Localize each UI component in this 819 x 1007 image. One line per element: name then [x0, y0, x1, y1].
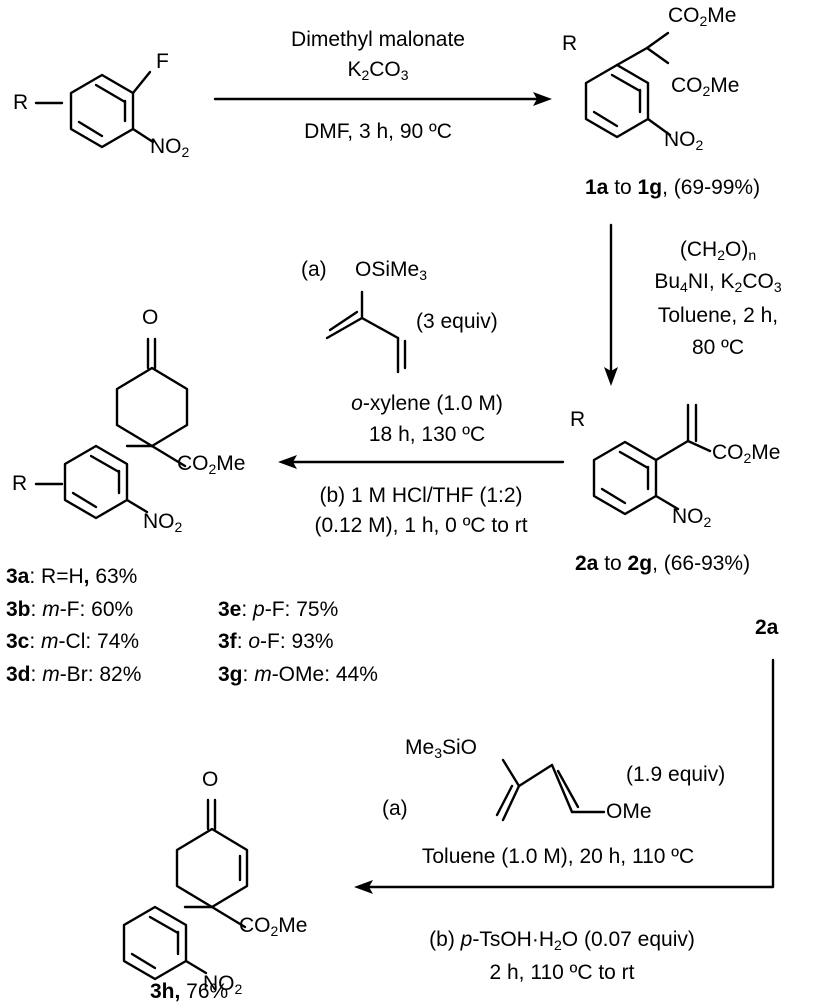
start-2a-label: 2a: [755, 616, 779, 639]
p1-structure: [584, 31, 672, 139]
yield-3a: 3a: R=H, 63%: [6, 565, 138, 588]
sm-r-label: R: [13, 91, 29, 114]
arrow-step4: [354, 658, 775, 894]
yield-3f: 3f: o-F: 93%: [218, 630, 334, 653]
p2-caption: 2a to 2g, (66-93%): [575, 552, 751, 575]
step1-reagent-1: Dimethyl malonate: [291, 28, 465, 51]
step3-tag-a: (a): [301, 258, 327, 281]
p2-ester: CO2Me: [712, 441, 781, 466]
step4-tag-b: (b) p-TsOH·H2O (0.07 equiv): [429, 928, 695, 953]
step2-conditions-2: 80 ºC: [691, 336, 745, 359]
diene2-structure: [495, 758, 606, 822]
p3-r-label: R: [12, 472, 28, 495]
p1-ester-top: CO2Me: [668, 4, 737, 29]
step4-tag-a: (a): [382, 797, 408, 820]
p3-ester: CO2Me: [177, 452, 246, 477]
yield-3e: 3e: p-F: 75%: [218, 598, 339, 621]
yield-3c: 3c: m-Cl: 74%: [6, 630, 140, 653]
step4-conditions-a: Toluene (1.0 M), 20 h, 110 ºC: [421, 845, 695, 868]
p1-r-label: R: [562, 32, 578, 55]
step3-conditions: 18 h, 130 ºC: [368, 423, 486, 446]
step3-solvent: o-xylene (1.0 M): [351, 392, 503, 415]
p3-structure: [34, 337, 189, 520]
p3h-ester: CO2Me: [239, 914, 308, 939]
diene1-structure: [325, 290, 407, 374]
p3h-carbonyl-o: O: [202, 768, 219, 791]
diene1-osime3: OSiMe3: [355, 258, 427, 283]
yield-3d: 3d: m-Br: 82%: [6, 663, 142, 686]
step1-conditions: DMF, 3 h, 90 ºC: [304, 120, 452, 143]
diene2-ome: OMe: [606, 800, 652, 823]
step2-reagent-1: (CH2O)n: [679, 238, 757, 263]
diene2-me3sio: Me3SiO: [405, 736, 477, 761]
step3-tag-b-2: (0.12 M), 1 h, 0 ºC to rt: [314, 514, 528, 537]
step1-reagent-2: K2CO3: [347, 58, 409, 83]
p3-carbonyl-o: O: [142, 306, 159, 329]
step3-equiv: (3 equiv): [416, 310, 498, 333]
step4-equiv: (1.9 equiv): [626, 763, 726, 786]
arrow-step3: [278, 455, 565, 469]
yield-3g: 3g: m-OMe: 44%: [218, 663, 378, 686]
p2-r-label: R: [570, 408, 586, 431]
p3h-structure: [122, 798, 249, 981]
sm-nitro-label: NO2: [150, 135, 190, 160]
p3h-nitro-label: NO2: [203, 972, 243, 997]
sm-structure: [34, 70, 155, 149]
step3-tag-b-1: (b) 1 M HCl/THF (1:2): [319, 484, 523, 507]
p2-structure: [592, 403, 712, 516]
arrow-step1: [213, 92, 552, 106]
p1-nitro-label: NO2: [664, 128, 704, 153]
p2-nitro-label: NO2: [672, 505, 712, 530]
p1-ester-bottom: CO2Me: [671, 74, 740, 99]
step2-conditions-1: Toluene, 2 h,: [657, 304, 779, 327]
p3-nitro-label: NO2: [143, 510, 183, 535]
p3h-caption: 3h, 76%: [150, 980, 229, 1003]
sm-f-label: F: [156, 50, 169, 73]
step4-conditions-b: 2 h, 110 ºC to rt: [489, 961, 635, 984]
step2-reagent-2: Bu4NI, K2CO3: [654, 270, 782, 295]
yield-3b: 3b: m-F: 60%: [6, 598, 134, 621]
p1-caption: 1a to 1g, (69-99%): [585, 176, 761, 199]
arrow-step2: [604, 223, 618, 386]
